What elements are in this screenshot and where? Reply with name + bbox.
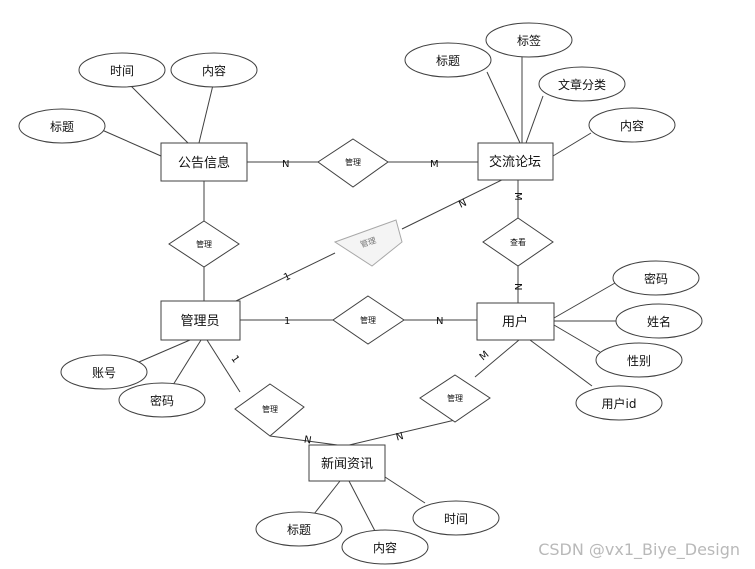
attr-user-gender: 性别 <box>595 342 683 378</box>
rel-user-news: 管理 <box>419 374 491 423</box>
edge-user-gender <box>553 324 601 353</box>
attr-admin-password-label: 密码 <box>150 393 174 408</box>
attr-admin-account-label: 账号 <box>92 366 116 380</box>
attr-news-time-label: 时间 <box>444 512 468 526</box>
edge-forum-category <box>525 95 544 144</box>
attr-user-name: 姓名 <box>615 303 703 339</box>
attr-news-content-label: 内容 <box>373 540 397 555</box>
card-admin-forum-left: 1 <box>282 271 292 284</box>
card-forum-user-bottom: N <box>512 283 523 290</box>
entity-announcement: 公告信息 <box>160 142 248 182</box>
rel-admin-forum: 管理 <box>333 219 403 267</box>
rel-admin-announcement: 管理 <box>168 220 240 268</box>
attr-forum-content: 内容 <box>588 107 676 143</box>
rel-admin-forum-label: 管理 <box>359 235 377 249</box>
edge-announcement-time <box>129 84 193 148</box>
edge-forum-title <box>486 71 521 144</box>
entity-news-label: 新闻资讯 <box>321 456 373 472</box>
rel-user-news-label: 管理 <box>447 393 463 403</box>
edge-announcement-content <box>197 84 214 148</box>
attr-user-password: 密码 <box>612 260 700 296</box>
rel-announcement-forum-label: 管理 <box>345 157 361 167</box>
entity-user-label: 用户 <box>502 314 528 330</box>
attr-forum-tag-label: 标签 <box>517 33 541 48</box>
attr-forum-tag: 标签 <box>485 22 573 58</box>
attr-user-id: 用户id <box>575 385 663 421</box>
rel-admin-announcement-label: 管理 <box>196 239 212 249</box>
attr-news-content: 内容 <box>341 529 429 565</box>
attr-user-password-label: 密码 <box>644 271 668 286</box>
entity-user: 用户 <box>476 302 555 341</box>
edge-rel7-news <box>344 419 456 447</box>
edge-rel3-forum <box>401 175 511 230</box>
attr-news-title-label: 标题 <box>287 523 311 537</box>
watermark: CSDN @vx1_Biye_Design <box>538 540 740 560</box>
card-ann-forum-left: N <box>282 159 289 170</box>
edge-forum-content <box>552 132 592 157</box>
rel-forum-user-label: 查看 <box>510 237 526 247</box>
card-ann-forum-right: M <box>430 159 439 170</box>
entity-admin: 管理员 <box>160 300 241 341</box>
rel-admin-user-label: 管理 <box>360 315 376 325</box>
edge-user-rel7 <box>474 339 520 378</box>
entity-forum-label: 交流论坛 <box>489 154 541 170</box>
attr-forum-category: 文章分类 <box>538 66 626 102</box>
card-admin-news-bottom: N <box>303 435 312 447</box>
attr-news-title: 标题 <box>255 511 343 547</box>
card-user-news-bottom: N <box>395 431 405 444</box>
attr-user-name-label: 姓名 <box>647 314 671 329</box>
card-admin-forum-right: N <box>457 198 468 211</box>
edge-rel6-news <box>269 435 346 447</box>
edge-user-password <box>553 282 616 319</box>
rel-admin-news-label: 管理 <box>262 404 278 414</box>
edge-announcement-title <box>101 129 162 157</box>
attr-user-gender-label: 性别 <box>627 354 651 368</box>
entity-forum: 交流论坛 <box>477 142 554 181</box>
attr-forum-category-label: 文章分类 <box>558 77 606 92</box>
entity-news: 新闻资讯 <box>308 444 386 482</box>
attr-news-time: 时间 <box>412 500 500 536</box>
rel-admin-news: 管理 <box>234 383 305 437</box>
attr-admin-password: 密码 <box>118 382 206 418</box>
attr-announcement-title: 标题 <box>18 108 106 144</box>
edge-admin-rel6 <box>206 339 241 393</box>
cardinality-labels: N M 1 N M N 1 N 1 N M N <box>228 159 523 447</box>
entity-admin-label: 管理员 <box>180 314 219 329</box>
connector-lines <box>101 55 619 532</box>
attr-announcement-content: 内容 <box>170 52 258 88</box>
edge-news-time <box>384 476 426 504</box>
entity-announcement-label: 公告信息 <box>178 155 230 171</box>
card-admin-news-top: 1 <box>228 354 241 366</box>
attr-forum-title: 标题 <box>404 42 492 78</box>
edge-admin-rel3 <box>235 252 336 302</box>
attr-announcement-title-label: 标题 <box>50 120 74 134</box>
attr-announcement-content-label: 内容 <box>202 63 226 78</box>
edge-admin-password <box>172 339 202 386</box>
edge-news-content <box>348 480 376 532</box>
rel-forum-user: 查看 <box>482 217 554 267</box>
rel-announcement-forum: 管理 <box>317 138 389 188</box>
card-forum-user-top: M <box>512 192 523 201</box>
rel-admin-user: 管理 <box>332 295 405 345</box>
edge-admin-account <box>138 339 191 363</box>
edge-news-title <box>313 480 341 515</box>
attr-user-id-label: 用户id <box>602 396 637 411</box>
attr-forum-title-label: 标题 <box>436 54 460 68</box>
edge-user-id <box>529 339 593 387</box>
card-admin-user-right: N <box>436 316 443 327</box>
attr-admin-account: 账号 <box>60 354 148 390</box>
attr-announcement-time-label: 时间 <box>110 64 134 78</box>
card-admin-user-left: 1 <box>284 316 290 327</box>
attr-announcement-time: 时间 <box>78 52 166 88</box>
card-user-news-top: M <box>478 349 492 363</box>
attr-forum-content-label: 内容 <box>620 118 644 133</box>
